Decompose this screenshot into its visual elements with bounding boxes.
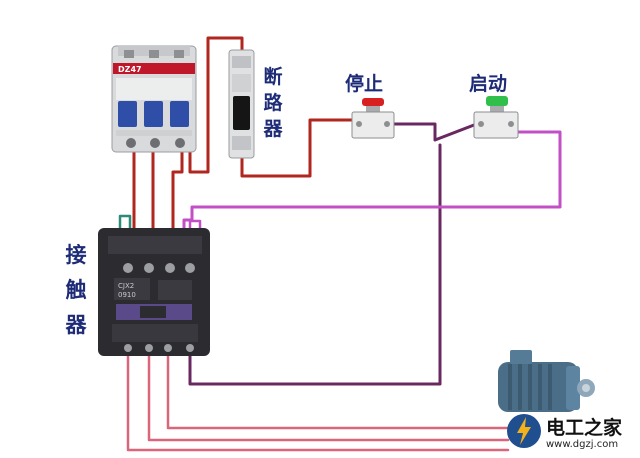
start-button[interactable]: [473, 96, 519, 139]
control-circuit-breaker[interactable]: [228, 49, 255, 159]
breaker-top-terminal: [174, 50, 184, 58]
breaker-top-terminal: [124, 50, 134, 58]
breaker-label-char-3: 器: [263, 118, 283, 140]
contactor-top-terminal: [185, 263, 195, 273]
coil-return-wire: [182, 130, 562, 246]
power-wire-l3: [171, 148, 184, 250]
watermark-url: www.dgzj.com: [546, 439, 619, 450]
contactor-label-char-2: 触: [65, 278, 87, 302]
breaker-lever[interactable]: [170, 101, 189, 127]
contactor-top-terminal: [123, 263, 133, 273]
breaker-label-char-1: 断: [263, 66, 283, 88]
contactor-bottom-terminal: [145, 344, 153, 352]
motor-wire-t3: [166, 354, 510, 430]
contactor-bottom-terminal: [164, 344, 172, 352]
stop-to-start-wire: [391, 122, 476, 142]
main-circuit-breaker[interactable]: DZ47: [111, 45, 197, 153]
motor: [498, 350, 595, 412]
watermark-title: 电工之家: [546, 417, 623, 439]
breaker-top-terminal: [149, 50, 159, 58]
start-button-label: 启动: [469, 73, 508, 95]
contactor-bottom-terminal: [124, 344, 132, 352]
breaker-label: 断 路 器: [262, 64, 284, 142]
control-breaker-lever[interactable]: [233, 96, 250, 130]
breaker-bottom-terminal: [175, 138, 185, 148]
lightning-bolt-icon: [507, 414, 541, 448]
breaker-to-stop-wire: [240, 118, 354, 178]
breaker-lever[interactable]: [118, 101, 137, 127]
motor-wire-t2: [147, 354, 510, 442]
contactor-bottom-terminal: [186, 344, 194, 352]
stop-button[interactable]: [351, 98, 395, 139]
control-feed-wire: [188, 36, 244, 174]
contactor-label-char-3: 器: [65, 313, 87, 337]
breaker-lever[interactable]: [144, 101, 163, 127]
motor-wire-t1: [126, 354, 510, 452]
breaker-label-char-2: 路: [263, 92, 283, 114]
contactor-label-char-1: 接: [65, 243, 87, 267]
breaker-bottom-terminal: [150, 138, 160, 148]
breaker-model: DZ47: [118, 65, 142, 74]
contactor-model-line1: CJX2: [118, 282, 134, 290]
breaker-bottom-terminal: [126, 138, 136, 148]
contactor[interactable]: CJX2 0910: [98, 228, 210, 356]
breaker-brand-band: [113, 63, 195, 74]
wires: [118, 36, 562, 452]
watermark-logo: 电工之家 www.dgzj.com: [506, 408, 636, 454]
start-to-coil-wire: [188, 143, 442, 386]
stop-button-label: 停止: [345, 73, 384, 95]
contactor-model-line2: 0910: [118, 291, 136, 299]
contactor-top-terminal: [144, 263, 154, 273]
contactor-top-terminal: [165, 263, 175, 273]
contactor-label: 接 触 器: [62, 238, 90, 343]
